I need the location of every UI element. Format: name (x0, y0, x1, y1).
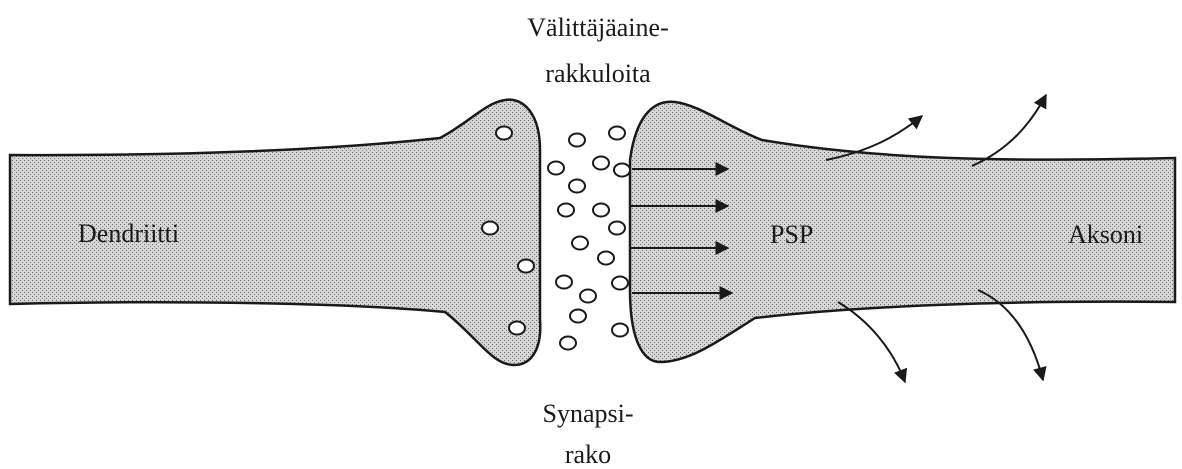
vesicle (614, 164, 630, 177)
vesicle (612, 277, 628, 290)
psp-label: PSP (770, 220, 813, 249)
vesicle (496, 127, 512, 140)
vesicles-label-line2: rakkuloita (545, 59, 651, 88)
vesicle (609, 127, 625, 140)
synaptic-cleft-label-line2: rako (565, 440, 611, 469)
vesicle (572, 237, 588, 250)
axon-label: Aksoni (1068, 220, 1143, 249)
curved-arrow (838, 302, 905, 382)
vesicle (609, 222, 625, 235)
vesicle (570, 310, 586, 323)
vesicle (598, 252, 614, 265)
vesicles-label-line1: Välittäjäaine- (527, 13, 668, 42)
vesicle (509, 322, 525, 335)
curved-arrow (972, 95, 1046, 166)
vesicle (569, 180, 585, 193)
vesicle (593, 157, 609, 170)
vesicle (518, 260, 534, 273)
vesicle (569, 134, 585, 147)
vesicle (612, 324, 628, 337)
vesicle (482, 222, 498, 235)
vesicle (593, 204, 609, 217)
cleft-vesicles (548, 127, 630, 350)
vesicle (580, 290, 596, 303)
synaptic-cleft-label-line1: Synapsi- (543, 399, 634, 428)
vesicle (560, 337, 576, 350)
vesicle (558, 204, 574, 217)
dendrite-label: Dendriitti (78, 219, 179, 248)
vesicle (556, 276, 572, 289)
vesicle (548, 162, 564, 175)
